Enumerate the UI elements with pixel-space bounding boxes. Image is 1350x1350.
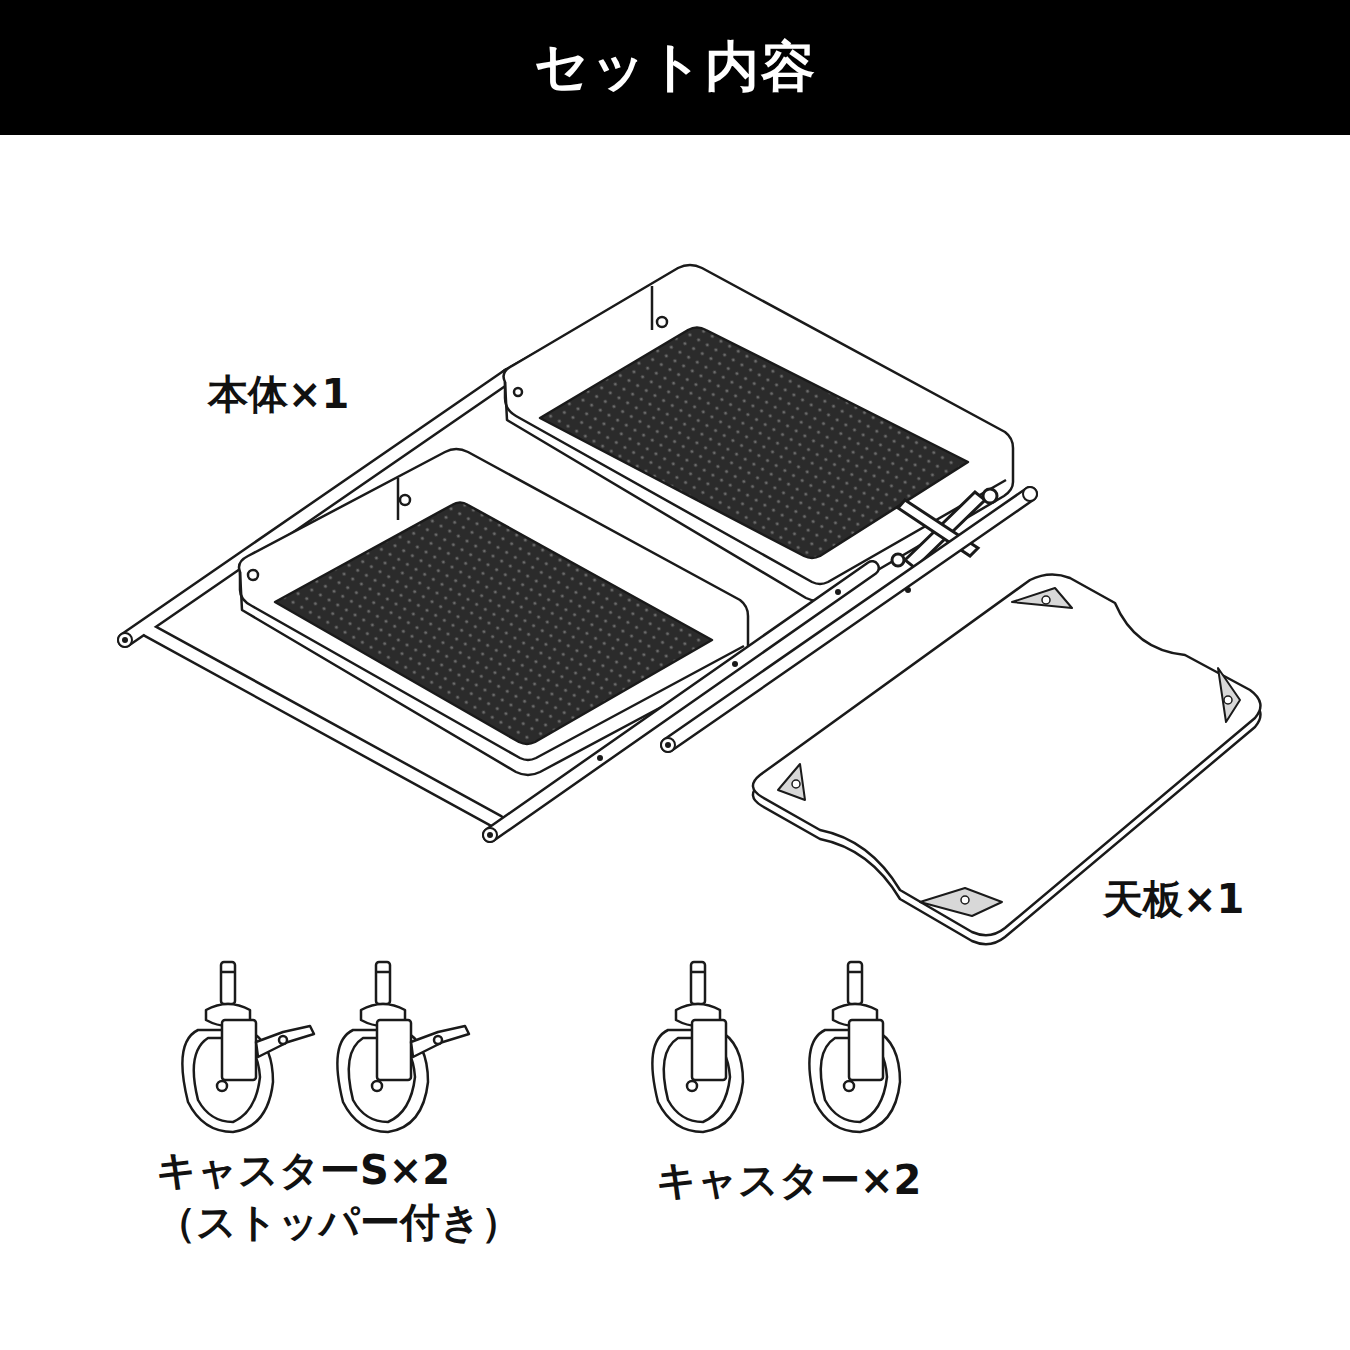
part-label: 天板×1 [1103,873,1244,925]
part-label: キャスター×2 [656,1154,921,1206]
caster [809,962,900,1132]
table-top [753,574,1260,944]
page-title: セット内容 [0,0,1350,135]
front-tray [239,449,748,775]
caster-with-stopper [182,962,314,1132]
caster [652,962,743,1132]
caster-with-stopper [337,962,469,1132]
part-label: キャスターS×2 （ストッパー付き） [156,1144,576,1248]
part-label: 本体×1 [208,368,349,420]
